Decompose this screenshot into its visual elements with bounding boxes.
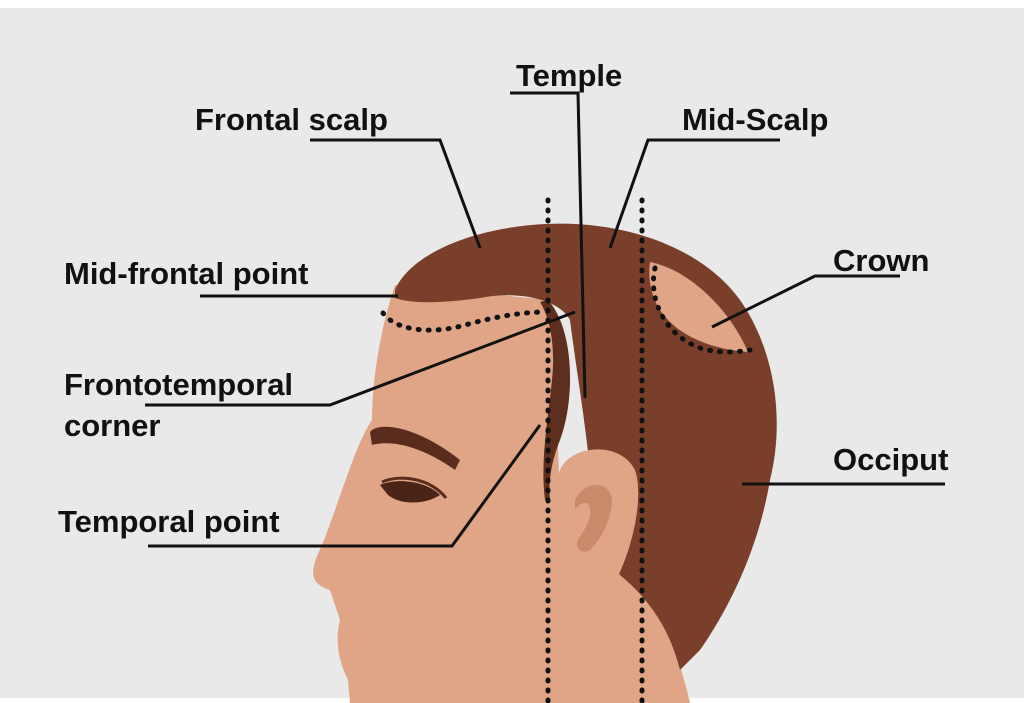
leader-frontotemporal-corner <box>145 310 576 407</box>
label-mid-scalp: Mid-Scalp <box>682 102 828 137</box>
leader-frontal-scalp <box>310 138 482 249</box>
frontal-dotted-line <box>380 309 548 333</box>
label-corner: corner <box>64 408 160 443</box>
label-frontotemporal: Frontotemporal <box>64 367 293 402</box>
label-mid-frontal-point: Mid-frontal point <box>64 256 309 291</box>
eye <box>380 481 440 503</box>
label-crown: Crown <box>833 243 929 278</box>
label-temporal-point: Temporal point <box>58 504 280 539</box>
ear-inner <box>575 485 612 552</box>
eyebrow <box>370 426 460 470</box>
crown-patch <box>649 262 748 352</box>
label-temple: Temple <box>516 58 622 93</box>
leader-crown <box>711 274 900 329</box>
eye-lid <box>381 476 448 499</box>
label-frontal-scalp: Frontal scalp <box>195 102 388 137</box>
label-occiput: Occiput <box>833 442 948 477</box>
leader-mid-scalp <box>608 138 780 249</box>
leader-temporal-point <box>148 424 542 548</box>
hair <box>395 223 777 670</box>
leader-temple <box>510 91 587 399</box>
